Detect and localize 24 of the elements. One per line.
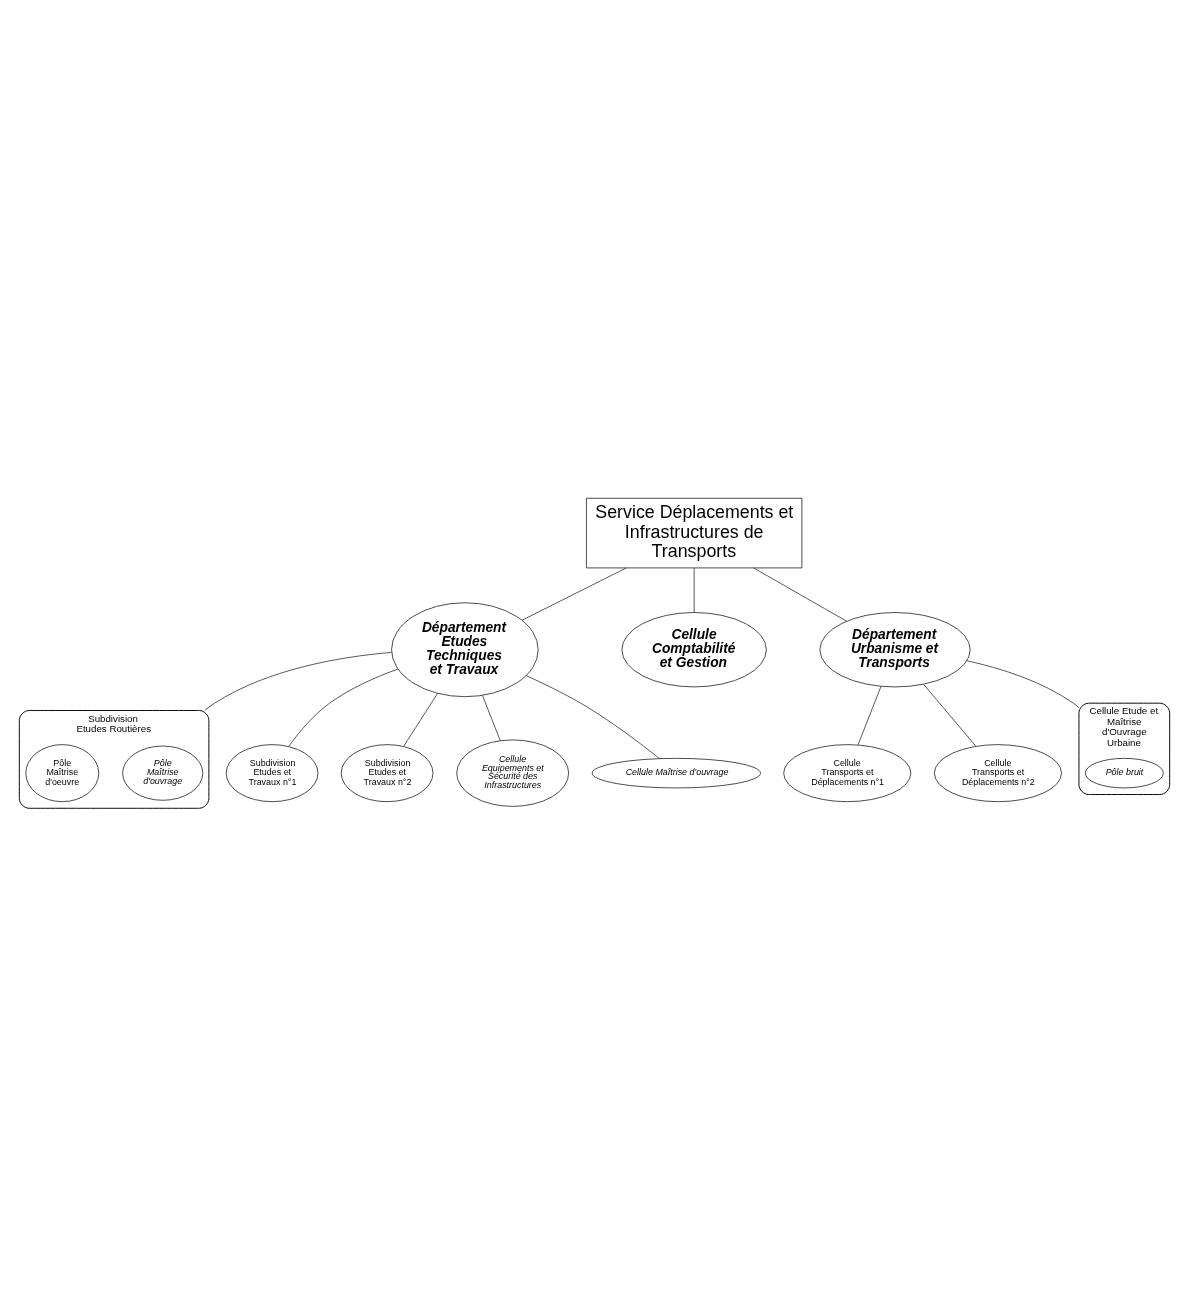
node-ellipse: Subdivision Etudes et Travaux n°1: [225, 743, 319, 802]
connector: [204, 651, 392, 711]
node-ellipse: Cellule Comptabilité et Gestion: [621, 611, 767, 687]
connector: [403, 692, 438, 747]
node-ellipse: Pôle bruit: [1084, 757, 1164, 788]
node-ellipse: Cellule Maîtrise d'ouvrage: [591, 757, 761, 788]
connector: [923, 683, 977, 746]
connector: [482, 694, 501, 741]
connector: [521, 567, 627, 621]
node-ellipse: Département Etudes Techniques et Travaux: [391, 601, 539, 697]
node-ellipse: Cellule Transports et Déplacements n°1: [783, 743, 912, 802]
node-ellipse: Pôle Maîtrise d'ouvrage: [122, 745, 204, 801]
node-ellipse: Cellule Equipements et Sécurité des Infrastructures: [456, 739, 570, 807]
connector: [288, 668, 399, 747]
node-ellipse: Cellule Transports et Déplacements n°2: [933, 743, 1062, 802]
node-ellipse: Département Urbanisme et Transports: [819, 611, 971, 687]
node-ellipse: Subdivision Etudes et Travaux n°2: [340, 743, 434, 802]
connector: [966, 659, 1080, 708]
node-ellipse: Pôle Maîtrise d'oeuvre: [25, 743, 100, 802]
connector: [693, 567, 695, 613]
connector: [525, 674, 660, 759]
node-box: Service Déplacements et Infrastructures de Transports: [586, 497, 803, 568]
connector: [753, 567, 847, 622]
connector: [857, 685, 882, 745]
